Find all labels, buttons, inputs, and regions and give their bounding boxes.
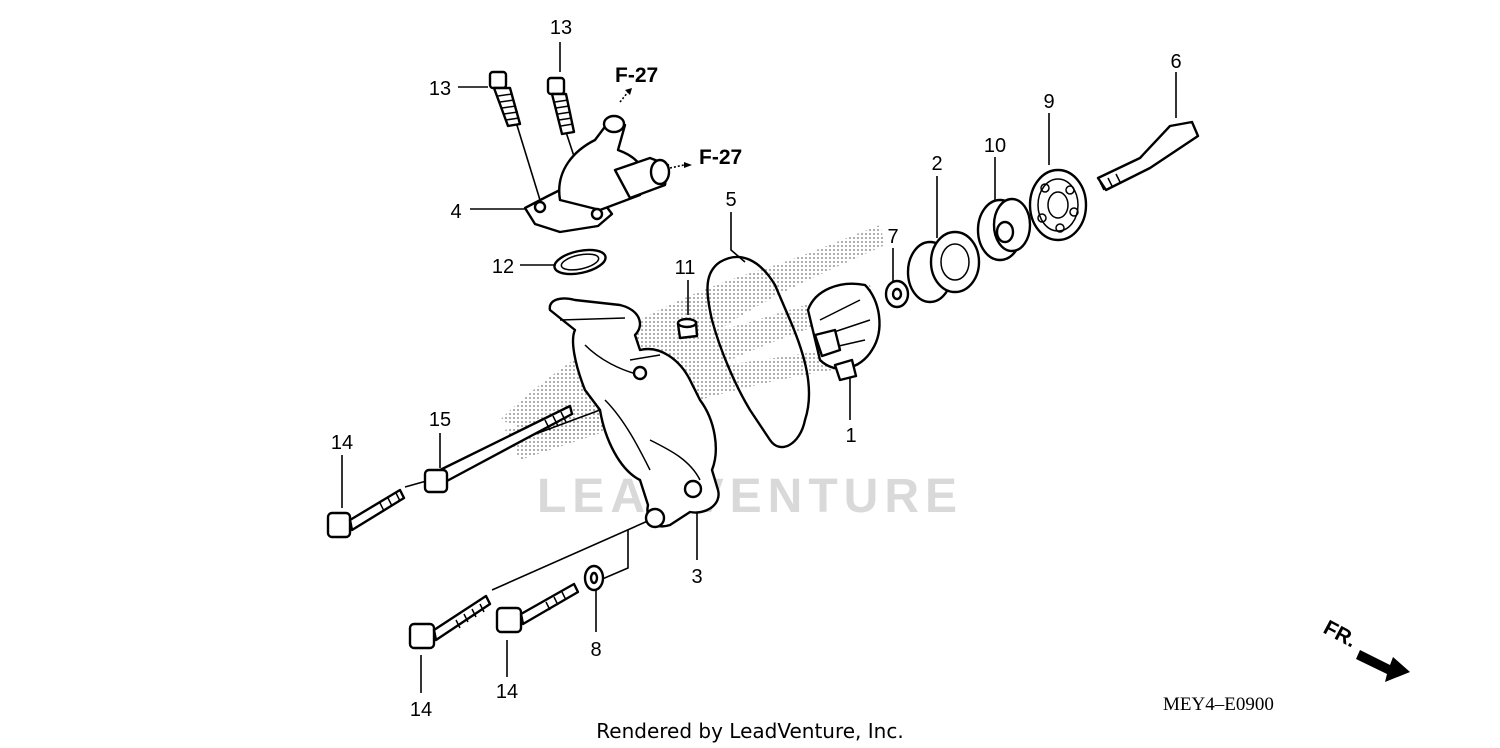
oil-seal-10	[976, 197, 1032, 262]
callout-14c: 14	[496, 681, 518, 703]
arrow-icon	[684, 162, 692, 168]
reference-upper-label: F-27	[615, 64, 658, 87]
bolt-14b	[408, 594, 492, 650]
bolt-13b	[546, 76, 576, 136]
mechanical-seal-2	[906, 230, 981, 304]
diagram-code: MEY4–E0900	[1163, 694, 1274, 715]
callout-1: 1	[845, 425, 856, 447]
reference-lower-label: F-27	[699, 146, 742, 169]
callout-10: 10	[984, 135, 1006, 157]
footer-credit: Rendered by LeadVenture, Inc.	[596, 719, 903, 743]
watermark-text: LEADVENTURE	[537, 470, 963, 523]
water-pump-body	[548, 297, 720, 529]
gasket-5	[706, 255, 811, 449]
o-ring-12	[553, 248, 607, 276]
reference-lower[interactable]: F-27	[669, 146, 742, 169]
callout-13b: 13	[550, 17, 572, 39]
bolt-14a	[326, 488, 406, 539]
front-direction-label: FR.	[1320, 616, 1361, 652]
callout-13a: 13	[429, 78, 451, 100]
water-outlet-elbow	[523, 114, 671, 234]
washer-8	[583, 564, 605, 592]
bolt-15	[423, 404, 574, 494]
pump-shaft-6	[1096, 120, 1200, 192]
impeller-1	[806, 282, 881, 382]
callout-2: 2	[931, 153, 942, 175]
reference-upper[interactable]: F-27	[615, 64, 658, 103]
front-direction-indicator: FR.	[1320, 616, 1410, 682]
dowel-pin-11	[676, 317, 699, 340]
callout-8: 8	[590, 639, 601, 661]
callout-14a: 14	[331, 432, 353, 454]
callout-3: 3	[691, 566, 702, 588]
bolt-14c	[495, 582, 580, 634]
callout-15: 15	[429, 409, 451, 431]
washer-7	[884, 279, 910, 309]
callout-6: 6	[1170, 51, 1181, 73]
callout-11: 11	[675, 257, 696, 279]
bearing-9	[1028, 168, 1088, 242]
front-arrow-icon	[1356, 650, 1410, 682]
callout-4: 4	[450, 201, 461, 223]
callout-12: 12	[492, 256, 514, 278]
arrow-icon	[625, 88, 632, 95]
callout-7: 7	[887, 226, 898, 248]
callout-14b: 14	[410, 699, 432, 721]
callout-5: 5	[725, 189, 736, 211]
bolt-13a	[488, 70, 522, 128]
callout-9: 9	[1043, 91, 1054, 113]
